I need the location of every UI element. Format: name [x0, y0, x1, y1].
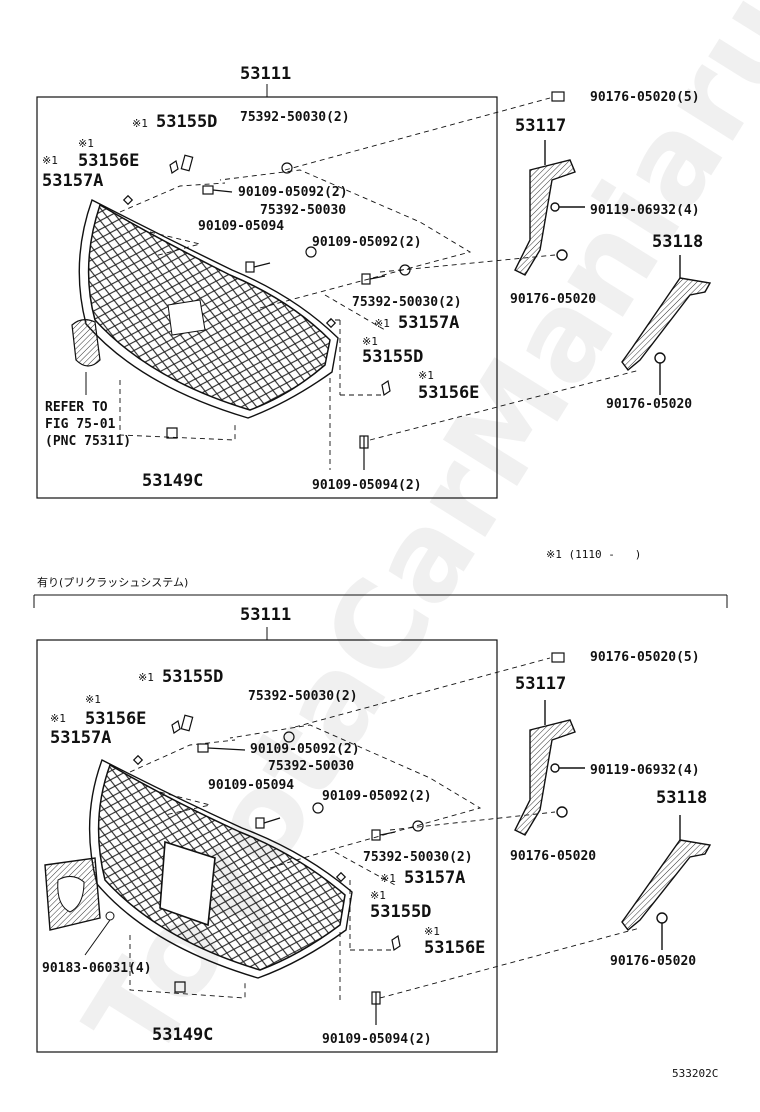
- top-90176-5: 90176-05020(5): [590, 90, 700, 105]
- top-assembly-label: 53111: [240, 64, 292, 84]
- bottom-53155D: 53155D: [162, 667, 224, 687]
- top-75392: 75392-50030: [260, 203, 347, 218]
- refer-line-2: FIG 75-01: [45, 417, 116, 432]
- note-mark: ※1: [85, 693, 101, 706]
- top-75392-2b: 75392-50030(2): [352, 295, 462, 310]
- section-header: 有り(プリクラッシュシステム): [37, 576, 189, 589]
- bottom-90183: 90183-06031(4): [42, 961, 152, 976]
- top-90119: 90119-06932(4): [590, 203, 700, 218]
- bottom-90109-05092-2b: 90109-05092(2): [322, 789, 432, 804]
- refer-line-3: (PNC 75311): [45, 434, 132, 449]
- bottom-75392-2b: 75392-50030(2): [363, 850, 473, 865]
- section-separator: [33, 594, 728, 608]
- bottom-section: [36, 627, 712, 1053]
- top-90109-05092-2b: 90109-05092(2): [312, 235, 422, 250]
- top-90176-b: 90176-05020: [606, 397, 693, 412]
- top-53155D: 53155D: [156, 112, 218, 132]
- note-mark: ※1: [380, 872, 396, 885]
- top-53155D-b: 53155D: [362, 347, 424, 367]
- bottom-53156E-b: 53156E: [424, 938, 486, 958]
- emblem-top: [71, 319, 101, 367]
- bottom-53157A: 53157A: [50, 728, 112, 748]
- bracket-53117-top: [514, 140, 585, 276]
- bottom-75392: 75392-50030: [268, 759, 355, 774]
- top-53157A: 53157A: [42, 171, 104, 191]
- bottom-75392-2: 75392-50030(2): [248, 689, 358, 704]
- bottom-53118: 53118: [656, 788, 708, 808]
- note-mark: ※1: [362, 335, 378, 348]
- clip-53155D-top: [180, 154, 194, 172]
- bottom-90176-a: 90176-05020: [510, 849, 597, 864]
- note-mark: ※1: [424, 925, 440, 938]
- note-mark: ※1: [374, 317, 390, 330]
- top-53118: 53118: [652, 232, 704, 252]
- top-53117: 53117: [515, 116, 567, 136]
- grille-top: [78, 199, 339, 419]
- top-90109-05094: 90109-05094: [198, 219, 285, 234]
- bottom-90109-05094-2: 90109-05094(2): [322, 1032, 432, 1047]
- refer-line-1: REFER TO: [45, 400, 108, 415]
- bottom-53156E: 53156E: [85, 709, 147, 729]
- note-mark: ※1: [50, 712, 66, 725]
- top-90109-05094-2: 90109-05094(2): [312, 478, 422, 493]
- bottom-53117: 53117: [515, 674, 567, 694]
- bracket-53118-top: [621, 255, 712, 395]
- bottom-90119: 90119-06932(4): [590, 763, 700, 778]
- bottom-53157A-b: 53157A: [404, 868, 466, 888]
- bottom-90176-5: 90176-05020(5): [590, 650, 700, 665]
- note-mark: ※1: [418, 369, 434, 382]
- bottom-53155D-b: 53155D: [370, 902, 432, 922]
- figure-code: 533202C: [672, 1067, 719, 1080]
- note-mark: ※1: [132, 117, 148, 130]
- top-75392-2: 75392-50030(2): [240, 110, 350, 125]
- bottom-90109-05094: 90109-05094: [208, 778, 295, 793]
- bottom-90109-05092-2a: 90109-05092(2): [250, 742, 360, 757]
- bottom-53149C: 53149C: [152, 1025, 214, 1045]
- note-mark: ※1: [370, 889, 386, 902]
- top-90176-a: 90176-05020: [510, 292, 597, 307]
- note-mark: ※1: [78, 137, 94, 150]
- top-section: [36, 84, 712, 499]
- note-range: ※1 (1110 - ): [546, 548, 642, 561]
- top-53156E: 53156E: [78, 151, 140, 171]
- bottom-90176-b: 90176-05020: [610, 954, 697, 969]
- grille-bottom: [88, 759, 353, 979]
- top-53149C: 53149C: [142, 471, 204, 491]
- bracket-53118-bottom: [621, 815, 712, 950]
- bottom-assembly-label: 53111: [240, 605, 292, 625]
- top-53156E-b: 53156E: [418, 383, 480, 403]
- note-mark: ※1: [138, 671, 154, 684]
- top-53157A-b: 53157A: [398, 313, 460, 333]
- top-90109-05092-2a: 90109-05092(2): [238, 185, 348, 200]
- note-mark: ※1: [42, 154, 58, 167]
- bracket-53117-bottom: [514, 700, 585, 836]
